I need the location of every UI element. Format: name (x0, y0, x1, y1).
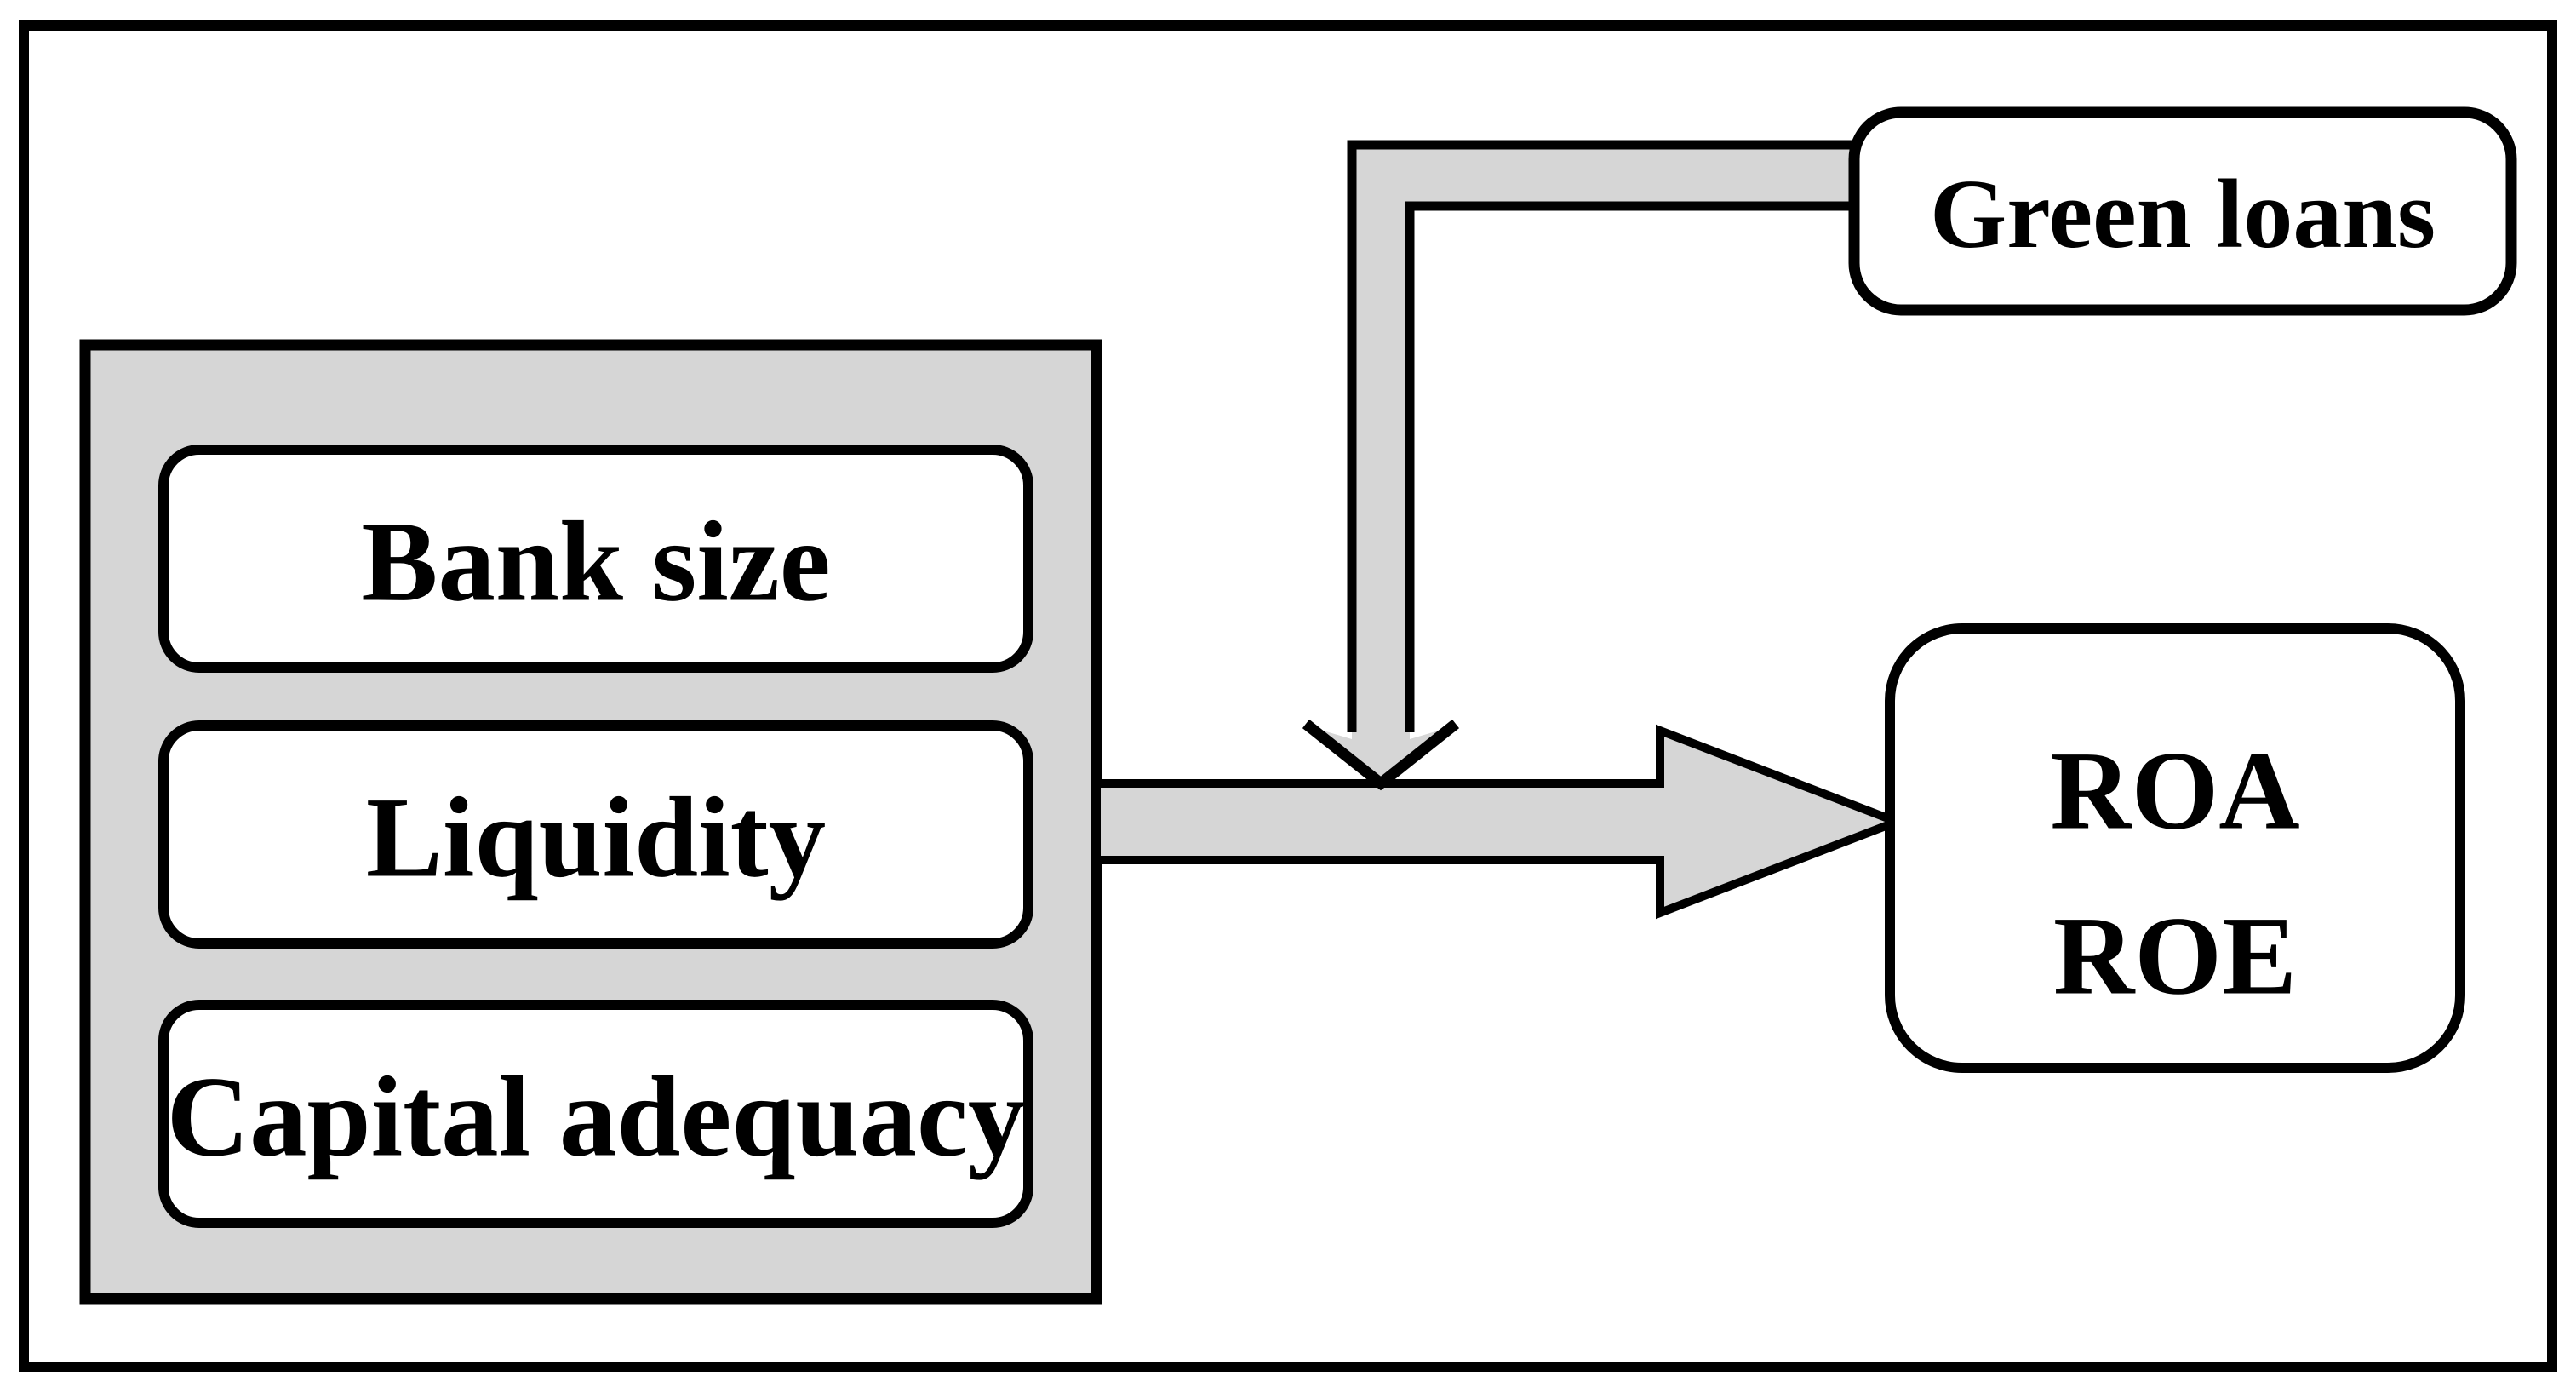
open-arrowhead-down-icon (1302, 719, 1460, 791)
predictor-boxes: Bank size Liquidity Capital adequacy (158, 445, 1033, 1228)
main-effect-arrow (1092, 724, 1909, 920)
roe-label: ROE (2053, 893, 2297, 1018)
bank-size-label: Bank size (361, 499, 830, 626)
moderation-arrow-inner-edge (1405, 201, 1854, 732)
liquidity-box (158, 720, 1033, 949)
green-loans-box (1848, 106, 2517, 316)
moderation-arrow-outer-edge (1347, 140, 1854, 732)
capital-adequacy-label: Capital adequacy (167, 1054, 1026, 1181)
moderation-arrow (1302, 140, 1854, 791)
moderation-arrow-band-fill (1306, 145, 1854, 783)
green-loans-label: Green loans (1930, 160, 2436, 269)
roa-label: ROA (2050, 728, 2299, 853)
bank-size-box (158, 445, 1033, 673)
outcome-box (1885, 623, 2465, 1073)
liquidity-label: Liquidity (366, 775, 826, 902)
capital-adequacy-box (158, 1000, 1033, 1228)
